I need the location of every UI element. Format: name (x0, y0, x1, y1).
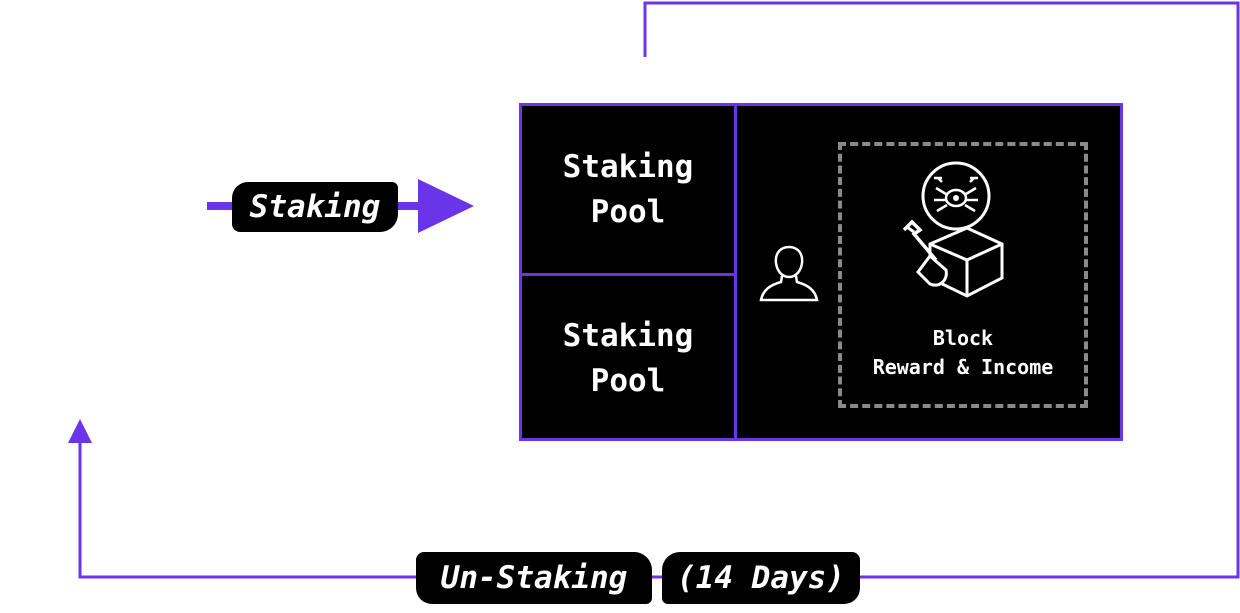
unstaking-period-label: (14 Days) (662, 552, 860, 604)
unstaking-label: Un-Staking (416, 552, 652, 604)
staking-pool-2: Staking Pool (562, 317, 694, 399)
miner-shovel-block-icon (902, 161, 1004, 298)
staking-arrow-head (418, 179, 474, 233)
staking-label: Staking (232, 182, 398, 232)
return-loop-line (78, 1, 1240, 579)
block-reward-box: Block Reward & Income (838, 142, 1088, 408)
block-reward-label: Block Reward & Income (872, 326, 1054, 379)
pool-divider (522, 273, 734, 276)
staking-system-box: Staking Pool Staking Pool Block Reward &… (519, 103, 1123, 441)
staking-pool-1: Staking Pool (562, 148, 694, 230)
unstaking-arrow-head (68, 419, 92, 443)
column-divider (734, 106, 737, 438)
user-icon (759, 245, 819, 302)
